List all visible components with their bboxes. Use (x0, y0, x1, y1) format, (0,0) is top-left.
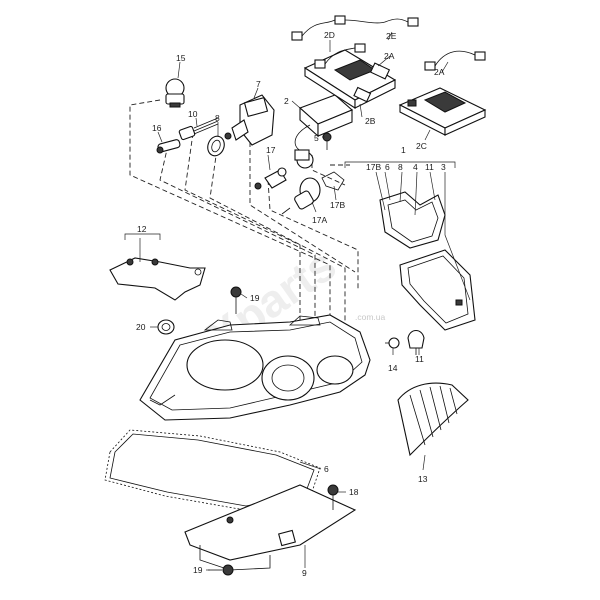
callout-13: 13 (418, 474, 428, 484)
screw-19-top (230, 286, 242, 314)
wiring-harness-2d-2e (291, 15, 419, 69)
callout-11: 11 (415, 354, 424, 364)
mounting-bracket-12 (109, 257, 206, 301)
gasket-3 (399, 249, 476, 331)
callout-14: 14 (388, 363, 398, 373)
callout-7: 7 (256, 79, 261, 89)
callout-6-group: 6 (385, 162, 390, 172)
callout-17: 17 (266, 145, 276, 155)
housing-cap-3-4 (379, 191, 446, 249)
callout-16: 16 (152, 123, 162, 133)
callout-8-group: 8 (398, 162, 403, 172)
lower-cover-9 (184, 484, 357, 571)
callout-3: 3 (441, 162, 446, 172)
callout-10: 10 (188, 109, 198, 119)
callout-1: 1 (401, 145, 406, 155)
callout-17b-group: 17B (366, 162, 381, 172)
grommet-20 (157, 319, 175, 335)
grille-insert-13 (397, 382, 469, 457)
callout-2b: 2B (365, 116, 376, 126)
callout-2a-right: 2A (434, 67, 445, 77)
callout-19-top: 19 (250, 293, 260, 303)
socket-14 (385, 337, 400, 349)
callout-17a: 17A (312, 215, 327, 225)
callout-2d: 2D (324, 30, 335, 40)
watermark-sub: .com.ua (355, 312, 386, 322)
callout-17b: 17B (330, 200, 345, 210)
control-module-2c (398, 87, 487, 136)
bulb-11 (407, 329, 425, 355)
callout-labels: 15 10 16 8 7 2 5 17 17A 17B 2B 2C 2D 2E … (136, 30, 446, 578)
lamp-unit-17b-upper (294, 149, 314, 169)
seal-ring-8 (207, 135, 225, 157)
callout-2c: 2C (416, 141, 427, 151)
callout-2a-upper: 2A (384, 51, 395, 61)
callout-19-bottom: 19 (193, 565, 203, 575)
xenon-bulb-17a (281, 177, 321, 215)
screw-19-bottom (208, 564, 234, 576)
bracket-group-12 (124, 233, 161, 240)
adjuster-motor-7 (224, 94, 275, 146)
control-module-2b (303, 49, 397, 110)
callout-12: 12 (137, 224, 147, 234)
callout-5: 5 (314, 133, 319, 143)
callout-6: 6 (324, 464, 329, 474)
assembly-guide-lines (129, 99, 359, 340)
connector-10 (178, 117, 219, 141)
bulb-15 (165, 78, 185, 108)
callout-11-group: 11 (425, 162, 434, 172)
callout-20: 20 (136, 322, 146, 332)
callout-9: 9 (302, 568, 307, 578)
screw-18 (327, 484, 339, 510)
callout-18: 18 (349, 487, 359, 497)
wiring-harness-2a (424, 50, 486, 71)
screw-5 (322, 132, 332, 150)
headlamp-housing (139, 314, 371, 421)
callout-2: 2 (284, 96, 289, 106)
leader-lines (139, 31, 471, 571)
bracket-group-1 (344, 161, 456, 168)
callout-15: 15 (176, 53, 186, 63)
callout-4: 4 (413, 162, 418, 172)
socket-16 (156, 139, 181, 154)
callout-8-left: 8 (215, 113, 220, 123)
bulb-holder-17 (254, 167, 287, 190)
control-unit-2 (294, 94, 354, 153)
retaining-clip-17b (321, 171, 345, 191)
callout-2e: 2E (386, 31, 397, 41)
lens-seal-6 (104, 429, 321, 511)
